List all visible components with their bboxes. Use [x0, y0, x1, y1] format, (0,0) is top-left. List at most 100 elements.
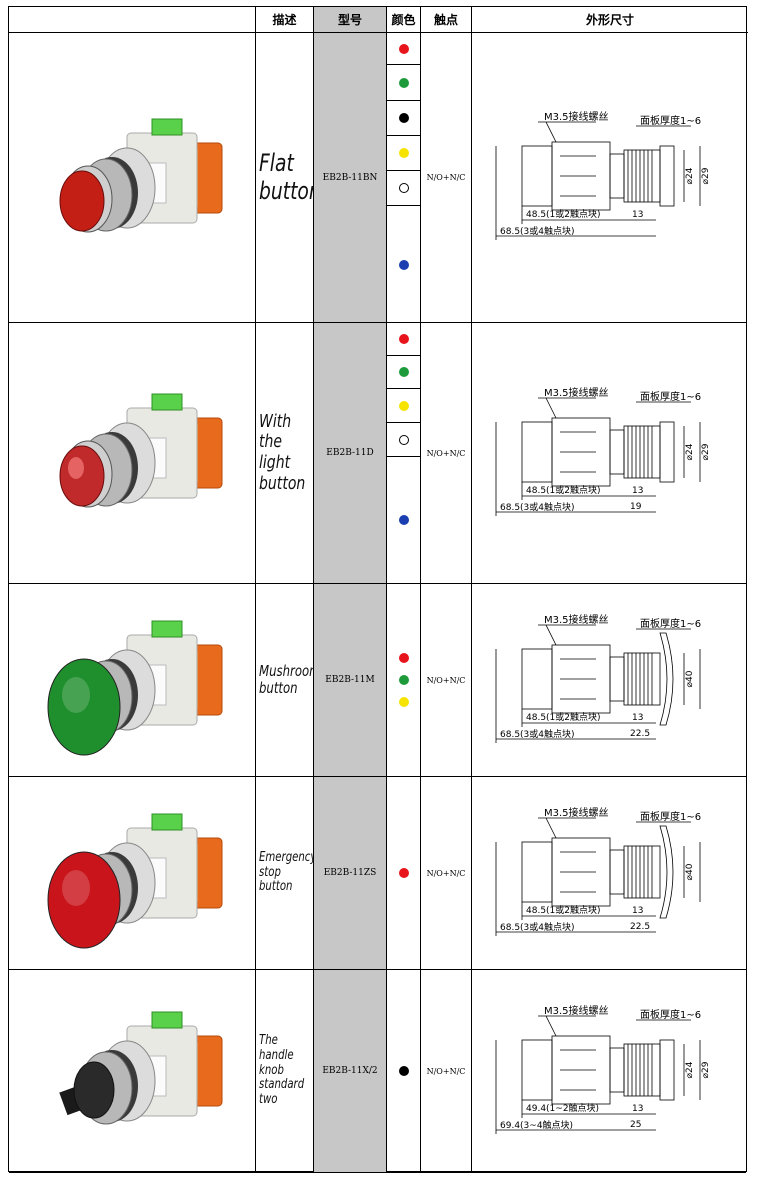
color-options [387, 584, 421, 776]
front-length-label: 13 [632, 713, 643, 723]
description-cell: Flat button [256, 33, 321, 322]
contact-type: N/O+N/C [421, 323, 472, 583]
color-dot [399, 434, 409, 445]
color-options [387, 970, 421, 1172]
description-cell: Emergency stop button [256, 777, 317, 969]
color-dot [398, 697, 409, 707]
description-text: Flat button [259, 148, 321, 205]
front-length-label-2: 22.5 [630, 729, 650, 739]
color-dot [398, 653, 409, 663]
description-text: The handle knob standard two [259, 1032, 305, 1108]
dimension-cell: M3.5接线螺丝 面板厚度1~6 48.5(1或2触点块) 68.5(3或4触点块) 1… [472, 777, 748, 969]
model-number: EB2B-11ZS [314, 777, 387, 969]
length-label-short: 48.5(1或2触点块) [526, 904, 601, 916]
panel-thickness-label: 面板厚度1~6 [640, 617, 701, 630]
dimension-cell: M3.5接线螺丝 面板厚度1~6 48.5(1或2触点块) 68.5(3或4触点块) 1… [472, 584, 748, 776]
header-color: 颜色 [387, 7, 421, 33]
color-dot [399, 77, 409, 88]
length-label-short: 48.5(1或2触点块) [526, 711, 601, 723]
color-dot [399, 183, 409, 193]
front-length-label: 13 [632, 906, 643, 916]
length-label-short: 49.4(1~2触点块) [526, 1102, 599, 1114]
front-length-label-2: 19 [630, 502, 642, 512]
color-swatch [387, 171, 421, 206]
description-text: Emergency stop button [259, 849, 317, 895]
model-number: EB2B-11D [314, 323, 387, 583]
color-swatch [387, 457, 421, 583]
model-number: EB2B-11M [314, 584, 387, 776]
color-options [387, 777, 421, 969]
diameter-label-1: ⌀40 [685, 863, 695, 880]
header-image-blank [9, 7, 256, 33]
product-image [9, 970, 256, 1172]
product-photo [59, 1011, 223, 1125]
color-swatch [387, 389, 421, 423]
diameter-label-2: ⌀29 [701, 1061, 711, 1078]
color-dot [399, 400, 409, 411]
dimension-drawing [495, 121, 701, 240]
header-desc: 描述 [256, 7, 314, 33]
color-swatch [387, 323, 421, 356]
description-cell: With the light button [256, 323, 314, 583]
dimension-drawing [495, 817, 701, 936]
product-image [9, 584, 256, 776]
color-dot [399, 515, 409, 525]
color-dot [398, 675, 409, 685]
product-photo [59, 393, 223, 508]
product-image [9, 777, 256, 969]
color-swatch [387, 206, 421, 323]
color-dot [399, 148, 409, 158]
screw-label: M3.5接线螺丝 [544, 613, 609, 626]
header-contact: 触点 [421, 7, 472, 33]
product-image [9, 323, 256, 583]
panel-thickness-label: 面板厚度1~6 [640, 390, 701, 403]
description-cell: The handle knob standard two [256, 970, 314, 1172]
color-options [387, 33, 421, 322]
description-cell: Mushroom button [256, 584, 321, 776]
screw-label: M3.5接线螺丝 [544, 1004, 609, 1017]
length-label-long: 69.4(3~4触点块) [500, 1119, 573, 1131]
panel-thickness-label: 面板厚度1~6 [640, 810, 701, 823]
contact-type: N/O+N/C [421, 970, 472, 1172]
length-label-long: 68.5(3或4触点块) [500, 225, 575, 237]
header-dimensions: 外形尺寸 [472, 7, 748, 33]
color-swatch [387, 33, 421, 65]
length-label-long: 68.5(3或4触点块) [500, 728, 575, 740]
contact-type: N/O+N/C [421, 584, 472, 776]
front-length-label-2: 25 [630, 1120, 641, 1130]
model-number: EB2B-11BN [314, 33, 387, 322]
color-swatch [387, 136, 421, 171]
diameter-label-1: ⌀40 [685, 670, 695, 687]
screw-label: M3.5接线螺丝 [544, 806, 609, 819]
color-swatch [387, 101, 421, 136]
dimension-drawing [495, 624, 701, 743]
color-options [387, 323, 421, 583]
description-text: Mushroom button [259, 661, 321, 697]
product-photo [59, 118, 223, 232]
color-swatch [387, 356, 421, 389]
dimension-drawing [495, 397, 701, 516]
diameter-label-1: ⌀24 [685, 167, 695, 184]
color-dot [399, 367, 409, 377]
length-label-short: 48.5(1或2触点块) [526, 484, 601, 496]
diameter-label-1: ⌀24 [685, 443, 695, 460]
contact-type: N/O+N/C [421, 33, 472, 322]
product-photo [47, 620, 223, 756]
color-dot [398, 868, 409, 878]
screw-label: M3.5接线螺丝 [544, 386, 609, 399]
length-label-long: 68.5(3或4触点块) [500, 921, 575, 933]
diameter-label-2: ⌀29 [701, 443, 711, 460]
color-dot [399, 43, 409, 54]
color-dot [398, 1066, 409, 1076]
panel-thickness-label: 面板厚度1~6 [640, 1008, 701, 1021]
front-length-label-2: 22.5 [630, 922, 650, 932]
